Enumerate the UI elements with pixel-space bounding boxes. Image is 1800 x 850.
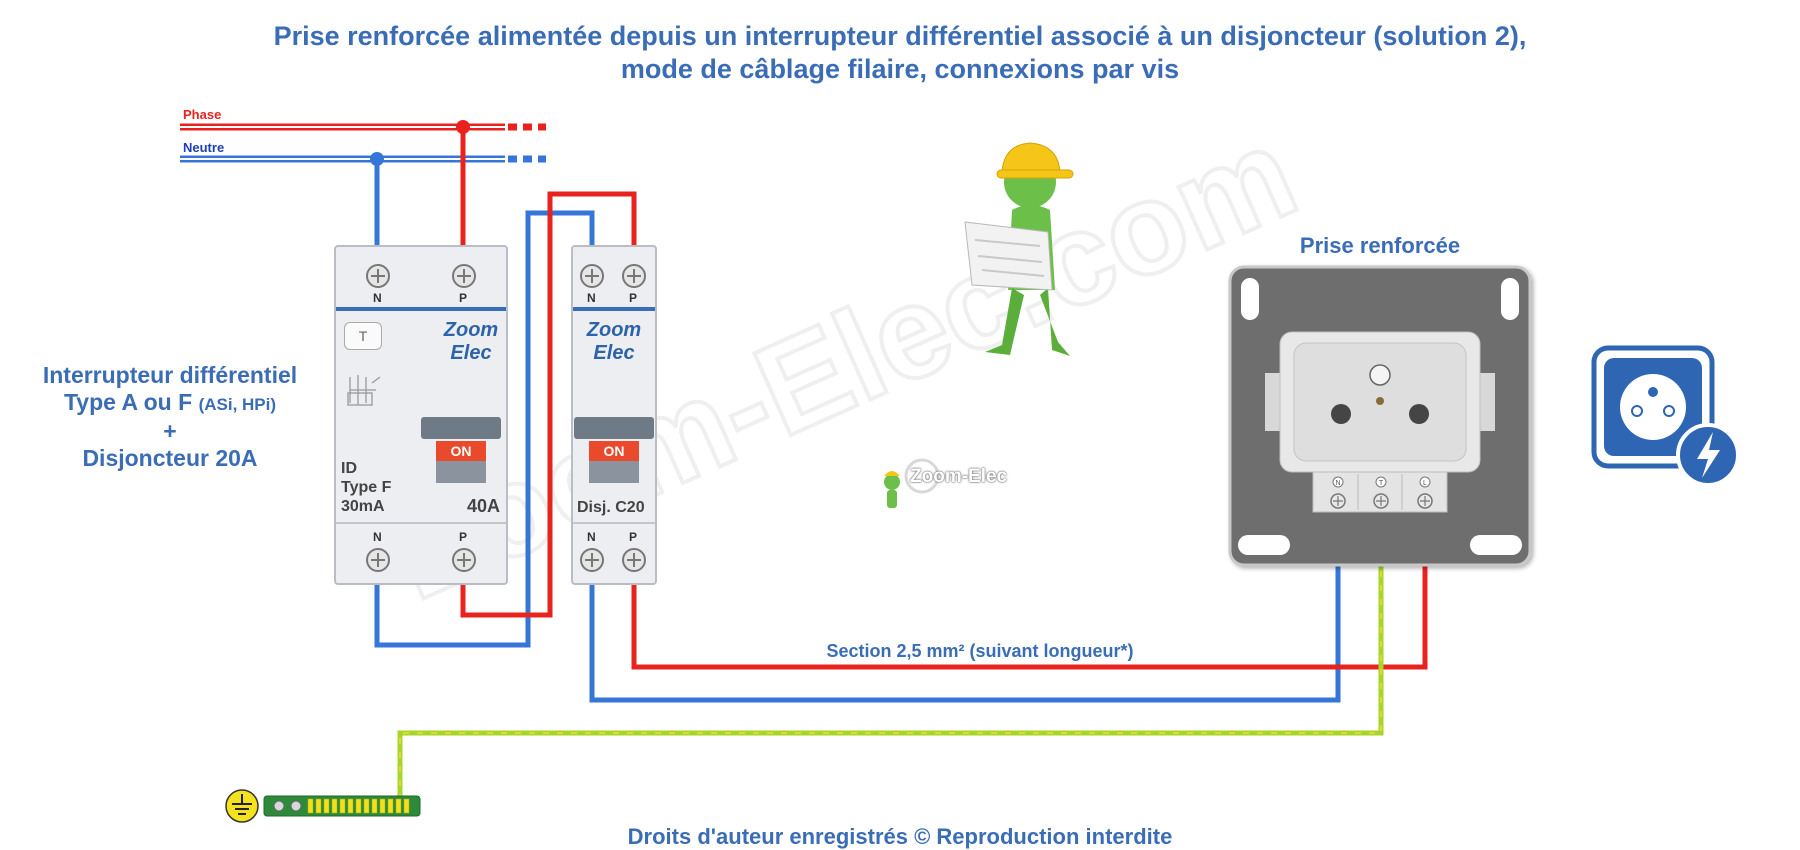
socket-term-n: N (1335, 480, 1340, 487)
desc-line3: + (163, 418, 177, 444)
diagram-title-line2: mode de câblage filaire, connexions par … (620, 54, 1180, 84)
id-brand-line2: Elec (450, 342, 492, 364)
wire-phase-bridge (460, 191, 637, 618)
id-toggle-lever[interactable]: ON (421, 417, 501, 485)
id-term-top-p: P (459, 291, 468, 305)
wire-phase-socket (631, 515, 1428, 670)
desc-line2: Type A ou F (ASi, HPi) (20, 389, 320, 418)
socket-term-l: L (1423, 480, 1427, 487)
id-info-line3: 30mA (341, 498, 385, 515)
socket-title: Prise renforcée (1299, 233, 1461, 258)
desc-line1: Interrupteur différentiel (42, 362, 298, 388)
breaker-brand-line1: Zoom (586, 319, 642, 341)
wire-neutre-socket (589, 515, 1341, 703)
device-description: Interrupteur différentiel Type A ou F (A… (20, 362, 320, 472)
phase-tap-dot (456, 120, 470, 134)
breaker-brand: Zoom Elec (573, 319, 655, 365)
id-on-label: ON (436, 441, 486, 461)
terminal-screws-bottom (366, 548, 476, 572)
socket-term-t: T (1379, 480, 1384, 487)
id-brand-line1: Zoom (443, 319, 499, 341)
id-rating: 40A (467, 496, 501, 516)
terminal-screws-top (366, 264, 476, 288)
diagram-title-line1: Prise renforcée alimentée depuis un inte… (273, 21, 1527, 51)
wire-neutre-bridge (374, 210, 595, 648)
phase-label: Phase (183, 107, 222, 122)
breaker-term-bottom-n: N (587, 530, 596, 544)
reinforced-socket-icon (1591, 345, 1740, 487)
id-term-top-n: N (373, 291, 382, 305)
neutre-label: Neutre (183, 140, 225, 155)
differential-switch: N P N P T Zoom Elec ON ID Type F 30mA 40… (334, 245, 508, 585)
breaker-term-bottom-p: P (629, 530, 638, 544)
breaker-terminal-screws-bottom (580, 548, 646, 572)
breaker-terminal-screws-top (580, 264, 646, 288)
circuit-symbol-icon (347, 375, 381, 406)
earth-symbol-icon (225, 789, 259, 823)
desc-line4: Disjoncteur 20A (82, 445, 258, 471)
id-info: ID Type F 30mA (341, 459, 391, 516)
id-info-line2: Type F (341, 479, 392, 496)
breaker-term-top-p: P (629, 291, 638, 305)
desc-line2-small: (ASi, HPi) (198, 395, 277, 414)
desc-line2-main: Type A ou F (63, 389, 193, 415)
test-button[interactable]: T (344, 322, 382, 350)
worker-figure-icon (964, 142, 1074, 356)
breaker-rating: Disj. C20 (577, 499, 645, 516)
test-button-label: T (358, 328, 368, 344)
zoom-elec-logo-icon (884, 458, 940, 508)
id-brand: Zoom Elec (426, 319, 516, 365)
breaker-toggle-lever[interactable]: ON (574, 417, 654, 485)
breaker-term-top-n: N (587, 291, 596, 305)
breaker-on-label: ON (589, 441, 639, 461)
socket-plate (1228, 265, 1532, 567)
circuit-breaker: N P N P Zoom Elec ON Disj. C20 (571, 245, 657, 585)
neutre-tap-dot (370, 152, 384, 166)
copyright-footer: Droits d'auteur enregistrés © Reproducti… (627, 824, 1173, 849)
section-label: Section 2,5 mm² (suivant longueur*) (826, 641, 1134, 661)
earth-bar (263, 795, 421, 817)
id-term-bottom-n: N (373, 530, 382, 544)
breaker-brand-line2: Elec (593, 342, 635, 364)
id-info-line1: ID (341, 460, 357, 477)
id-term-bottom-p: P (459, 530, 468, 544)
logo-text: Zoom-Elec (910, 466, 1008, 487)
